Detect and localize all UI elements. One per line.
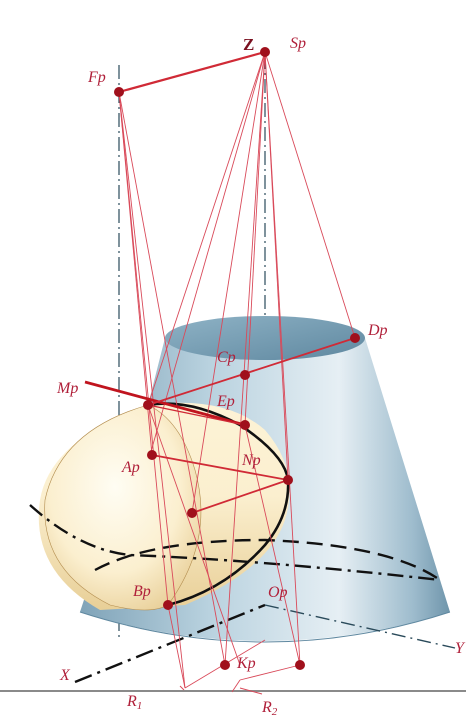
cone-top-face (165, 316, 365, 360)
x-axis (74, 603, 266, 684)
point-mid (187, 508, 197, 518)
point-dp (350, 333, 360, 343)
cone-bottom-rim (79, 611, 451, 643)
point-mp (143, 400, 153, 410)
label-sp: Sp (290, 35, 306, 52)
mid-chord-line (191, 479, 289, 514)
label-ap: Ap (121, 459, 140, 476)
point-fp (114, 87, 124, 97)
point-kp (220, 660, 230, 670)
label-z: Z (243, 35, 254, 54)
label-np: Np (241, 452, 261, 469)
ap-to-np-line (151, 454, 289, 481)
point-sp (260, 47, 270, 57)
point-ep (240, 420, 250, 430)
point-bp (163, 600, 173, 610)
fp-to-sp-line (118, 50, 266, 94)
ep-chord-line (147, 404, 246, 426)
label-x: X (59, 667, 71, 684)
label-r1: R1 (126, 693, 142, 712)
label-op: Op (268, 584, 288, 601)
cp-to-dp-line (147, 337, 356, 406)
label-y: Y (455, 640, 466, 657)
mp-to-np-line (84, 380, 246, 427)
label-mp: Mp (56, 380, 78, 397)
point-cp (240, 370, 250, 380)
r1-tick (179, 685, 185, 691)
point-np (283, 475, 293, 485)
label-r2: R2 (261, 699, 278, 718)
point-k2 (295, 660, 305, 670)
label-ep: Ep (216, 393, 235, 410)
label-bp: Bp (133, 583, 151, 600)
label-fp: Fp (87, 69, 106, 86)
construction-lines (118, 51, 356, 693)
points (114, 47, 360, 670)
label-kp: Kp (236, 655, 256, 672)
point-ap (147, 450, 157, 460)
r2-tick (239, 687, 263, 695)
base-ellipse-arc (94, 538, 441, 581)
label-dp: Dp (367, 322, 388, 339)
label-cp: Cp (217, 349, 236, 366)
